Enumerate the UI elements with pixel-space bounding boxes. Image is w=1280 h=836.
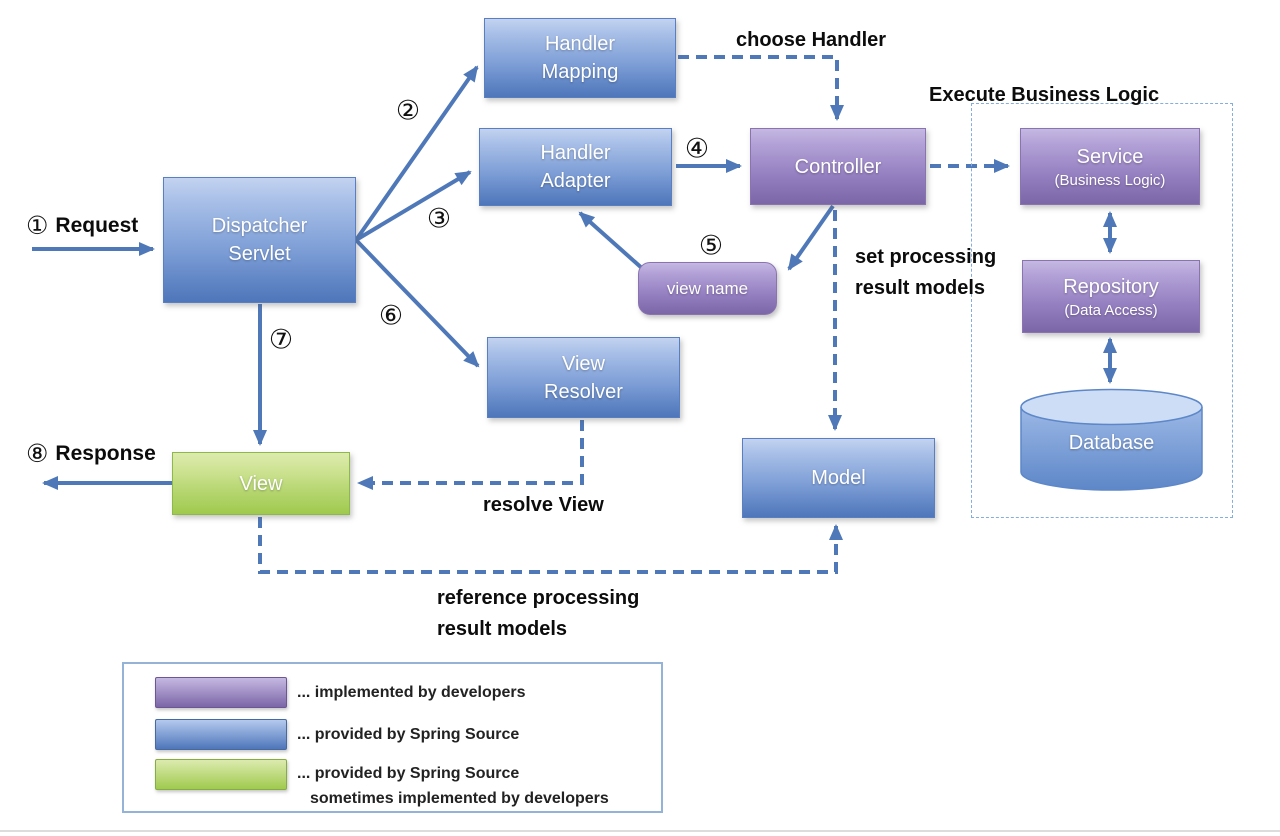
node-dispatcher-servlet: Dispatcher Servlet — [163, 177, 356, 303]
step2-number: ② — [395, 95, 421, 127]
legend-label-spring: ... provided by Spring Source — [297, 726, 520, 743]
step6-number: ⑥ — [378, 300, 404, 332]
legend-box: ... implemented by developers ... provid… — [122, 662, 663, 813]
handler-adapter-label-line2: Adapter — [540, 170, 611, 192]
step3-number: ③ — [426, 203, 452, 235]
dashed-resolve-view — [357, 420, 584, 490]
reference-models-annotation: reference processing result models — [437, 583, 639, 645]
node-handler-adapter: Handler Adapter — [479, 128, 672, 206]
step7-number: ⑦ — [268, 324, 294, 356]
node-view-name: view name — [638, 262, 777, 315]
model-label: Model — [811, 467, 866, 489]
arrow-controller-to-view-name — [787, 204, 835, 271]
business-logic-region — [971, 103, 1233, 518]
screen-bottom-border — [0, 830, 1280, 832]
dispatcher-servlet-label-line2: Servlet — [228, 243, 291, 265]
handler-mapping-label-line2: Mapping — [541, 61, 619, 83]
legend-green-line2: sometimes implemented by developers — [310, 790, 609, 807]
controller-label: Controller — [794, 155, 882, 178]
set-processing-line1: set processing — [855, 246, 997, 268]
arrow-step2-to-handler-mapping — [354, 65, 479, 242]
arrow-view-name-to-adapter — [578, 211, 646, 272]
repository-label-line2: (Data Access) — [1064, 301, 1158, 319]
service-label-line1: Service — [1076, 145, 1144, 168]
legend-label-spring-sometimes: ... provided by Spring Source sometimes … — [297, 761, 609, 811]
execute-business-logic-annotation: Execute Business Logic — [929, 84, 1160, 106]
node-model: Model — [742, 438, 935, 518]
reference-models-line2: result models — [437, 618, 568, 640]
repository-label-line1: Repository — [1063, 275, 1159, 298]
node-controller: Controller — [750, 128, 926, 205]
database-label: Database — [1068, 432, 1155, 454]
view-name-label: view name — [666, 278, 749, 298]
node-database: Database — [1020, 388, 1203, 491]
step5-number: ⑤ — [698, 230, 724, 262]
step8-number: ⑧ — [26, 439, 49, 468]
dispatcher-servlet-label-line1: Dispatcher — [211, 215, 308, 237]
legend-swatch-purple — [155, 677, 287, 708]
request-endpoint: ① Request — [26, 213, 138, 238]
view-resolver-label-line2: Resolver — [544, 380, 623, 403]
set-processing-line2: result models — [855, 277, 986, 299]
node-repository: Repository (Data Access) — [1022, 260, 1200, 333]
choose-handler-annotation: choose Handler — [736, 29, 887, 51]
node-handler-mapping: Handler Mapping — [484, 18, 676, 98]
view-label: View — [239, 472, 283, 495]
node-service: Service (Business Logic) — [1020, 128, 1200, 205]
legend-label-developers: ... implemented by developers — [297, 684, 526, 701]
dashed-reference-models — [258, 517, 843, 574]
request-label: Request — [55, 213, 139, 237]
node-view: View — [172, 452, 350, 515]
service-label-line2: (Business Logic) — [1054, 171, 1166, 189]
step4-number: ④ — [684, 133, 710, 165]
resolve-view-annotation: resolve View — [483, 494, 604, 516]
arrow-step3-to-handler-adapter — [354, 170, 472, 242]
response-endpoint: ⑧ Response — [26, 441, 156, 466]
legend-swatch-green — [155, 759, 287, 790]
handler-mapping-label-line1: Handler — [544, 33, 616, 55]
set-processing-annotation: set processing result models — [855, 242, 996, 304]
dashed-choose-handler — [678, 55, 844, 121]
handler-adapter-label-line1: Handler — [540, 142, 611, 164]
legend-green-line1: ... provided by Spring Source — [297, 765, 520, 782]
response-label: Response — [55, 441, 156, 465]
node-view-resolver: View Resolver — [487, 337, 680, 418]
view-resolver-label-line1: View — [562, 352, 605, 375]
arrow-step6-to-view-resolver — [354, 238, 480, 368]
reference-models-line1: reference processing — [437, 587, 640, 609]
step1-number: ① — [26, 211, 49, 240]
database-cylinder-icon — [1020, 388, 1203, 491]
legend-swatch-blue — [155, 719, 287, 750]
